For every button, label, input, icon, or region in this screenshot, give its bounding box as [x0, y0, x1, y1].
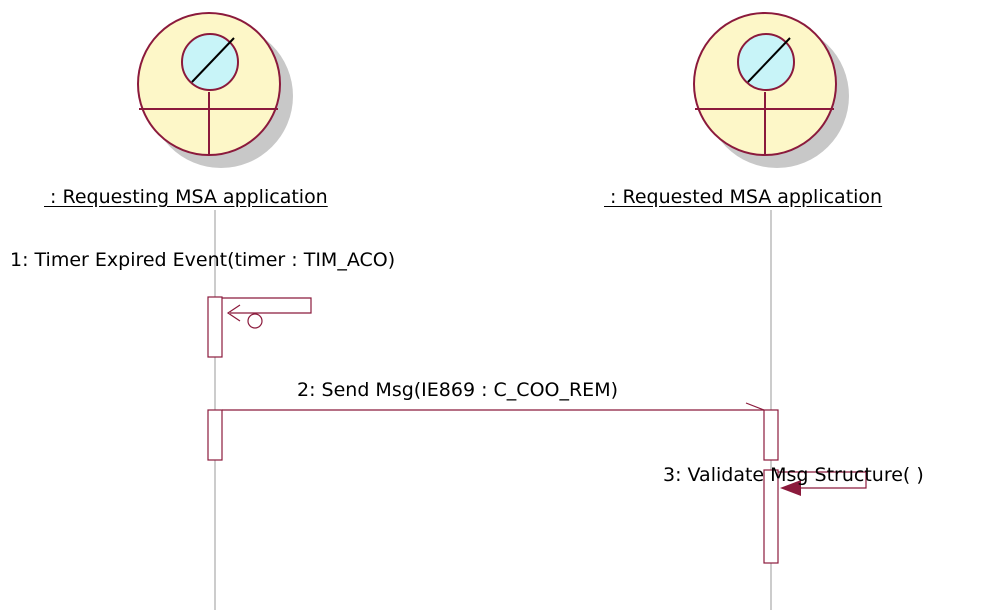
actor-icon-requesting	[137, 12, 293, 168]
activation-bar-4	[763, 469, 779, 564]
actor-icon-requested	[693, 12, 849, 168]
activation-bar-2	[207, 409, 223, 461]
message-2-label: 2: Send Msg(IE869 : C_COO_REM)	[297, 379, 618, 401]
activation-bar-3	[763, 409, 779, 461]
object-name-requested: : Requested MSA application	[604, 186, 883, 208]
message-3-label: 3: Validate Msg Structure( )	[663, 464, 924, 486]
message-2-arrow	[222, 402, 765, 411]
activation-bar-1	[207, 296, 223, 358]
message-1-label: 1: Timer Expired Event(timer : TIM_ACO)	[10, 249, 396, 271]
object-name-requesting: : Requesting MSA application	[44, 186, 328, 208]
message-1-arrow	[222, 297, 312, 329]
message-3-arrow	[778, 471, 867, 496]
